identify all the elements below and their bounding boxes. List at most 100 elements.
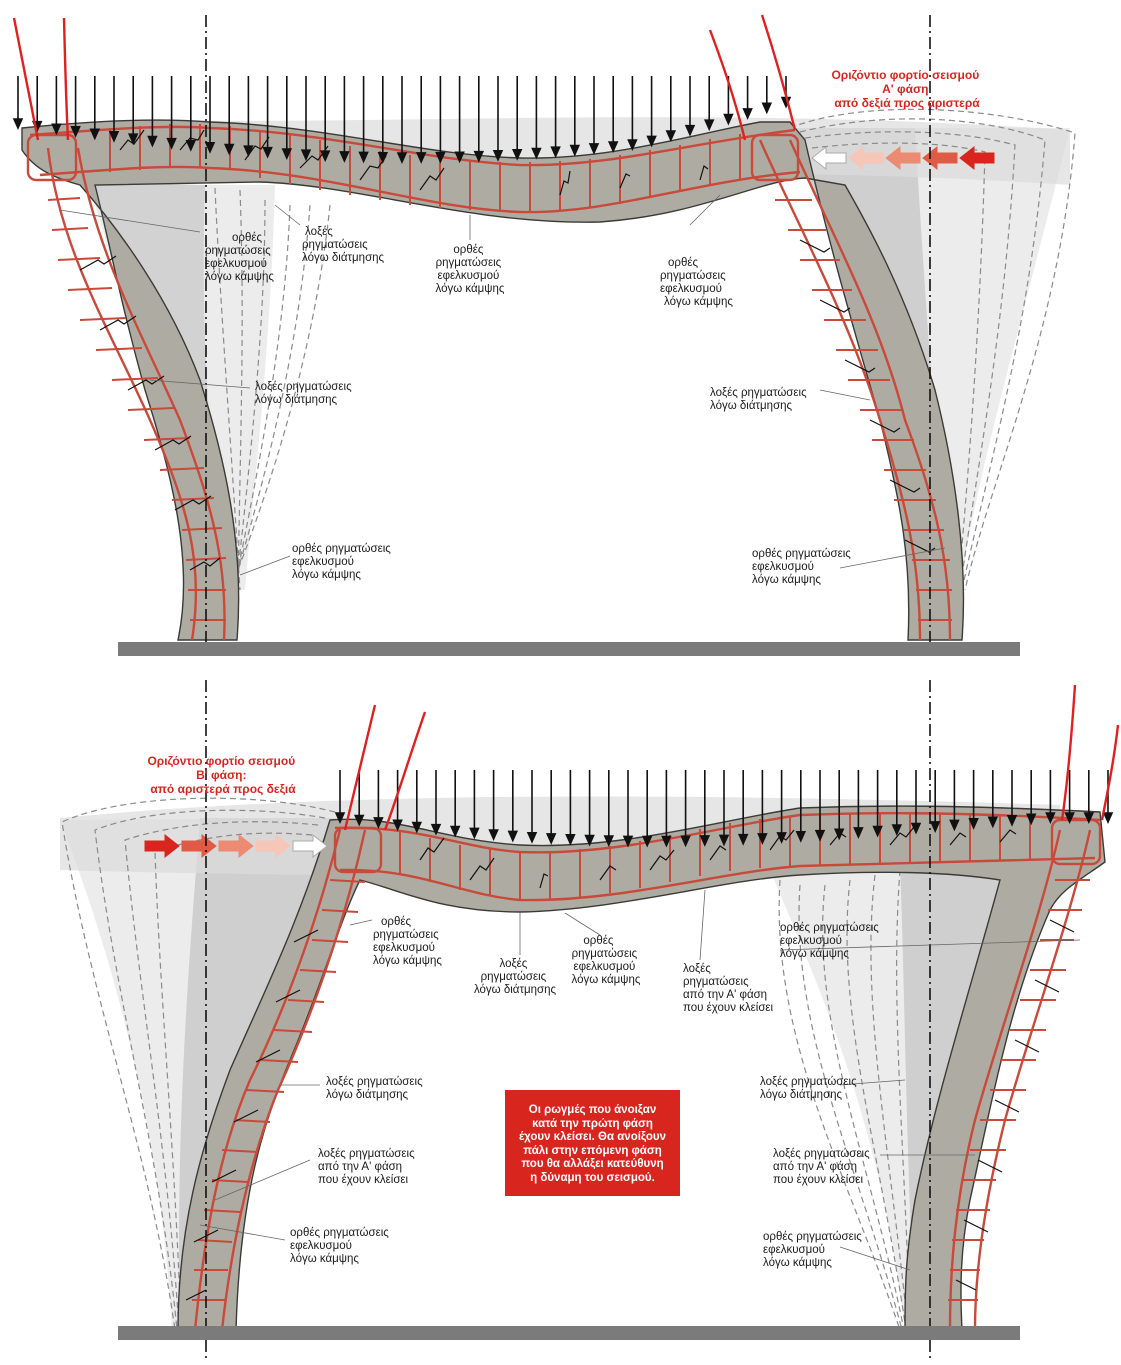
load-arrow — [703, 76, 715, 132]
bottom-rebar — [193, 811, 1102, 1331]
load-arrow — [757, 770, 768, 845]
label-line: λοξές — [500, 958, 528, 970]
load-arrow — [1006, 770, 1018, 827]
load-arrow — [300, 76, 312, 162]
note-line: Οι ρωγμές που άνοιξαν — [528, 1104, 657, 1116]
bottom-ground — [118, 1326, 1020, 1340]
label-line: λόγω διάτμησης — [760, 1089, 843, 1101]
label-line: λοξές ρηγματώσεις — [326, 1076, 423, 1088]
load-arrow — [1045, 770, 1056, 824]
load-arrow — [492, 76, 504, 162]
label-line: λόγω διάτμησης — [302, 252, 385, 264]
top-label-beam-left-shear: λοξές ρηγματώσεις λόγω διάτμησης — [302, 226, 385, 264]
top-frame-body — [21, 119, 965, 641]
seismic-arrow-icon — [885, 145, 921, 171]
bottom-stirrups — [192, 813, 1090, 1301]
load-arrow — [223, 76, 235, 156]
load-arrow — [449, 770, 461, 838]
load-arrow — [795, 770, 807, 843]
label-line: ρηγματώσεις — [683, 976, 749, 988]
load-arrow — [891, 770, 903, 837]
load-arrow — [699, 770, 711, 847]
load-arrow — [70, 76, 81, 138]
label-line: από την Α' φάση — [773, 1161, 857, 1173]
load-arrow — [526, 770, 538, 844]
label-line: ορθές ρηγματώσεις — [780, 922, 879, 934]
load-arrow — [872, 770, 883, 838]
label-line: ορθές ρηγματώσεις — [763, 1231, 862, 1243]
top-label-beam-left-flexure: ορθές ρηγματώσεις εφελκυσμού λόγω κάμψης — [205, 232, 274, 283]
load-arrow — [411, 770, 423, 834]
top-load-arrows — [12, 76, 792, 164]
label-line: που έχουν κλείσει — [683, 1002, 774, 1014]
load-arrow — [507, 770, 519, 843]
label-line: εφελκυσμού — [573, 961, 635, 973]
load-arrow — [665, 76, 677, 143]
load-arrow — [243, 76, 254, 158]
load-arrow — [319, 76, 331, 163]
label-line: λόγω κάμψης — [780, 948, 849, 960]
top-title-line: Οριζόντιο φορτίο σεισμού — [831, 68, 979, 82]
load-arrow — [588, 76, 600, 155]
note-line: πάλι στην επόμενη φάση — [523, 1144, 662, 1157]
load-arrow — [415, 76, 427, 164]
load-arrow — [108, 76, 120, 143]
load-arrow — [761, 76, 773, 115]
load-arrow — [373, 770, 384, 829]
load-arrow — [949, 770, 960, 832]
load-arrow — [12, 76, 24, 130]
load-arrow — [545, 770, 557, 845]
label-line: ορθές ρηγματώσεις — [290, 1227, 389, 1239]
bottom-seismic-arrows — [144, 833, 328, 859]
label-line: ορθές — [453, 244, 483, 256]
load-arrow — [377, 76, 389, 164]
label-line: ρηγματώσεις — [481, 971, 547, 983]
load-arrow — [51, 76, 62, 136]
bottom-frame — [177, 805, 1106, 1331]
load-arrow — [776, 770, 787, 844]
bottom-label-beam-closed: λοξές ρηγματώσεις από την Α' φάση που έχ… — [683, 963, 774, 1014]
bottom-title-line: από αριστερά προς δεξιά — [150, 782, 296, 796]
bottom-dashed-shapes — [61, 797, 911, 1331]
label-line: εφελκυσμού — [763, 1244, 825, 1256]
seismic-arrow-icon — [218, 833, 254, 859]
label-line: λόγω διάτμησης — [326, 1089, 409, 1101]
load-arrow — [584, 770, 595, 847]
label-line: λόγω κάμψης — [205, 271, 274, 283]
seismic-arrow-icon — [959, 145, 995, 171]
seismic-arrow-icon — [811, 145, 847, 171]
top-label-left-col-flexure: ορθές ρηγματώσεις εφελκυσμού λόγω κάμψης — [292, 543, 394, 581]
load-arrow — [929, 770, 941, 833]
bottom-label-beam-left-flexure: ορθές ρηγματώσεις εφελκυσμού λόγω κάμψης — [373, 916, 442, 967]
label-line: λόγω κάμψης — [664, 296, 733, 308]
label-line: εφελκυσμού — [780, 935, 842, 947]
label-line: εφελκυσμού — [205, 258, 267, 270]
bottom-label-beam-left-shear: λοξές ρηγματώσεις λόγω διάτμησης — [474, 958, 557, 996]
load-arrow — [987, 770, 999, 829]
label-line: ρηγματώσεις — [205, 245, 271, 257]
top-ground — [118, 642, 1020, 656]
load-arrow — [281, 76, 293, 160]
load-arrow — [430, 770, 442, 836]
top-dashed-shapes — [214, 108, 1076, 591]
label-line: λόγω διάτμησης — [474, 984, 557, 996]
label-line: λόγω κάμψης — [290, 1253, 359, 1265]
top-title-line: Α' φάση — [882, 82, 928, 96]
label-line: ρηγματώσεις — [302, 239, 368, 251]
load-arrow — [833, 770, 845, 841]
load-arrow — [718, 770, 730, 847]
top-label-beam-mid-flexure: ορθές ρηγματώσεις εφελκυσμού λόγω κάμψης — [436, 244, 505, 295]
load-arrow — [565, 770, 576, 846]
top-seismic-title: Οριζόντιο φορτίο σεισμού Α' φάση από δεξ… — [831, 68, 982, 110]
label-line: λοξές ρηγματώσεις — [318, 1148, 415, 1160]
load-arrow — [358, 76, 369, 164]
label-line: λόγω κάμψης — [436, 283, 505, 295]
label-line: λοξές — [305, 226, 333, 238]
bottom-label-right-col-shear: λοξές ρηγματώσεις λόγω διάτμησης — [760, 1076, 860, 1101]
label-line: ορθές — [668, 257, 698, 269]
load-arrow — [742, 76, 753, 120]
load-arrow — [968, 770, 979, 830]
load-arrow — [853, 770, 864, 839]
load-arrow — [622, 770, 634, 848]
